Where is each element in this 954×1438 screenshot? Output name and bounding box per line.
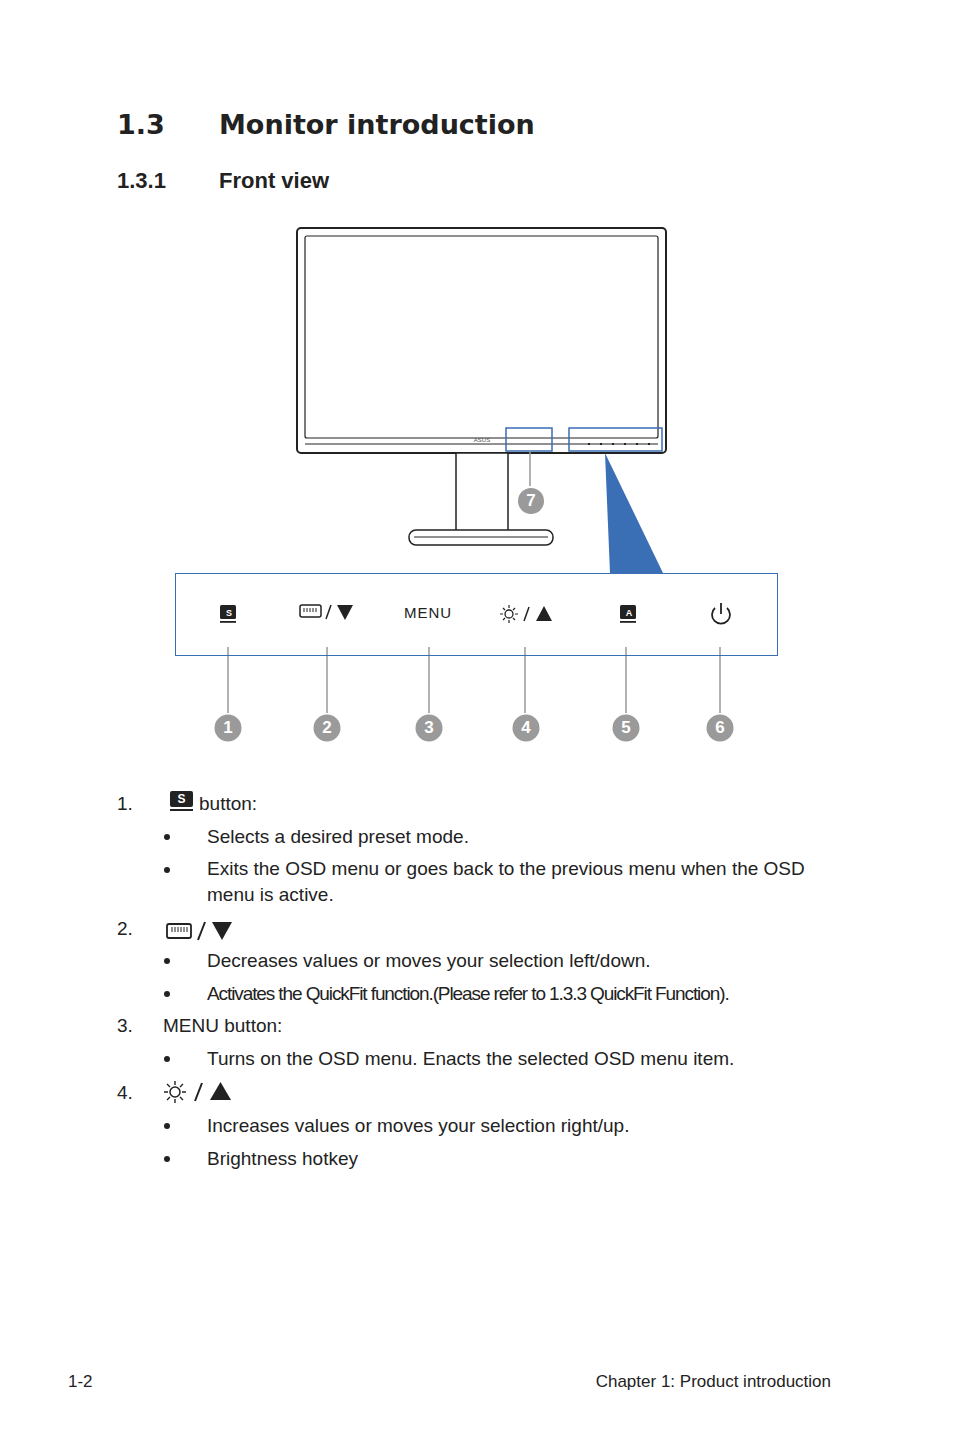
callout-number: 4 xyxy=(521,718,530,738)
brand-logo: ASUS xyxy=(474,437,490,444)
bullet-text: Decreases values or moves your selection… xyxy=(207,949,651,972)
section-number: 1.3 xyxy=(117,109,165,141)
zoom-wedge xyxy=(605,453,663,573)
list-number: 4. xyxy=(117,1081,133,1104)
bullet-text: Increases values or moves your selection… xyxy=(207,1114,629,1137)
highlight-box xyxy=(569,428,662,451)
leader-line xyxy=(529,451,531,486)
bullet-text: Selects a desired preset mode. xyxy=(207,825,469,848)
bullet-text: Exits the OSD menu or goes back to the p… xyxy=(207,856,839,908)
callout-number: 6 xyxy=(715,718,724,738)
section-title: Monitor introduction xyxy=(219,108,535,142)
callout-number: 5 xyxy=(621,718,630,738)
list-number: 3. xyxy=(117,1014,133,1037)
callouts xyxy=(228,647,720,713)
icon-letter: S xyxy=(226,608,232,619)
icon-letter: A xyxy=(626,608,633,619)
highlight-box xyxy=(506,428,552,451)
bullet-text: Turns on the OSD menu. Enacts the select… xyxy=(207,1047,734,1070)
callout-number: 1 xyxy=(223,718,232,738)
callout-circle xyxy=(518,488,544,514)
callout-circles xyxy=(215,715,734,742)
bullets xyxy=(164,834,170,1162)
page-number: 1-2 xyxy=(68,1372,93,1392)
button-icons xyxy=(220,603,730,624)
list-number: 2. xyxy=(117,917,133,940)
subsection-title: Front view xyxy=(219,168,329,194)
callout-number: 2 xyxy=(322,718,331,738)
item-heading: MENU button: xyxy=(163,1014,282,1037)
bullet-text: Activates the QuickFit function.(Please … xyxy=(207,982,729,1005)
list-number: 1. xyxy=(117,792,133,815)
item-heading: button: xyxy=(199,792,257,815)
chapter-footer: Chapter 1: Product introduction xyxy=(596,1372,831,1392)
icon-letter: S xyxy=(177,792,185,806)
bullet-text: Brightness hotkey xyxy=(207,1147,358,1170)
button-panel: S MENU A xyxy=(175,573,778,656)
subsection-number: 1.3.1 xyxy=(117,168,166,194)
button-label: MENU xyxy=(404,604,452,622)
callout-number: 3 xyxy=(424,718,433,738)
callout-number: 7 xyxy=(526,491,535,511)
